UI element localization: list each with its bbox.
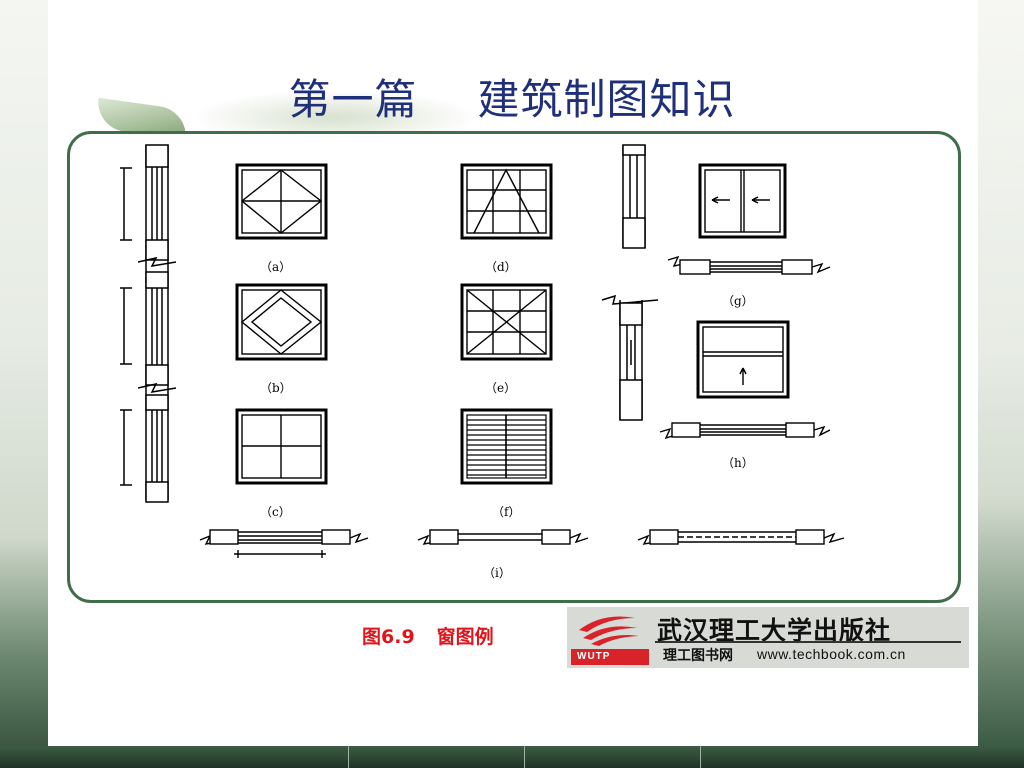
background-right-decoration [978,0,1024,768]
label-f: （f） [492,505,520,519]
louvre-slats [467,419,546,476]
window-c [235,408,328,485]
background-left-decoration [0,0,48,768]
label-a: （a） [260,260,291,274]
label-g: （g） [722,294,754,308]
wall-section-g [622,144,646,249]
title-part-1: 第一篇 [288,75,418,124]
slide-title: 第一篇 建筑制图知识 [0,66,1024,127]
window-legend-drawing: （a） （b） （c） （d） （e） [120,144,845,580]
window-g-plan [667,255,831,275]
title-part-2: 建筑制图知识 [477,75,736,124]
plan-section-i-2 [417,529,589,545]
label-e: （e） [485,381,516,395]
publisher-abbr-bg [571,649,649,665]
publisher-mark-icon [579,616,639,646]
background-bottom-band [0,746,1024,768]
window-f [460,408,553,485]
publisher-logo: WUTP 武汉理工大学出版社 理工图书网 www.techbook.com.cn [567,607,969,668]
label-h: （h） [722,456,754,470]
wall-section-b [120,271,177,393]
plan-section-i-1 [199,529,369,558]
bottom-divider [348,746,349,768]
label-i: （i） [483,566,511,580]
bottom-divider [700,746,701,768]
publisher-url: www.techbook.com.cn [757,646,906,662]
publisher-name: 武汉理工大学出版社 [657,616,892,645]
window-b [235,283,328,361]
label-b: （b） [260,381,292,395]
logo-divider [655,641,961,643]
publisher-abbr: WUTP [577,651,611,662]
bottom-divider [524,746,525,768]
window-e [460,283,553,361]
publisher-site-name: 理工图书网 [663,648,733,664]
label-c: （c） [260,505,291,519]
wall-section-h [601,294,659,421]
figure-caption: 图6.9 窗图例 [362,622,494,649]
caption-text: 窗图例 [436,626,494,648]
window-g [698,163,787,239]
wall-section-a [120,144,177,500]
window-h-plan [659,422,831,440]
figure-frame [67,131,961,603]
plan-section-i-3 [637,529,845,545]
window-a [235,163,328,240]
wall-section-c [120,394,169,503]
caption-number: 图6.9 [362,626,415,648]
window-h [696,320,790,399]
label-d: （d） [485,260,517,274]
window-d [460,163,553,240]
